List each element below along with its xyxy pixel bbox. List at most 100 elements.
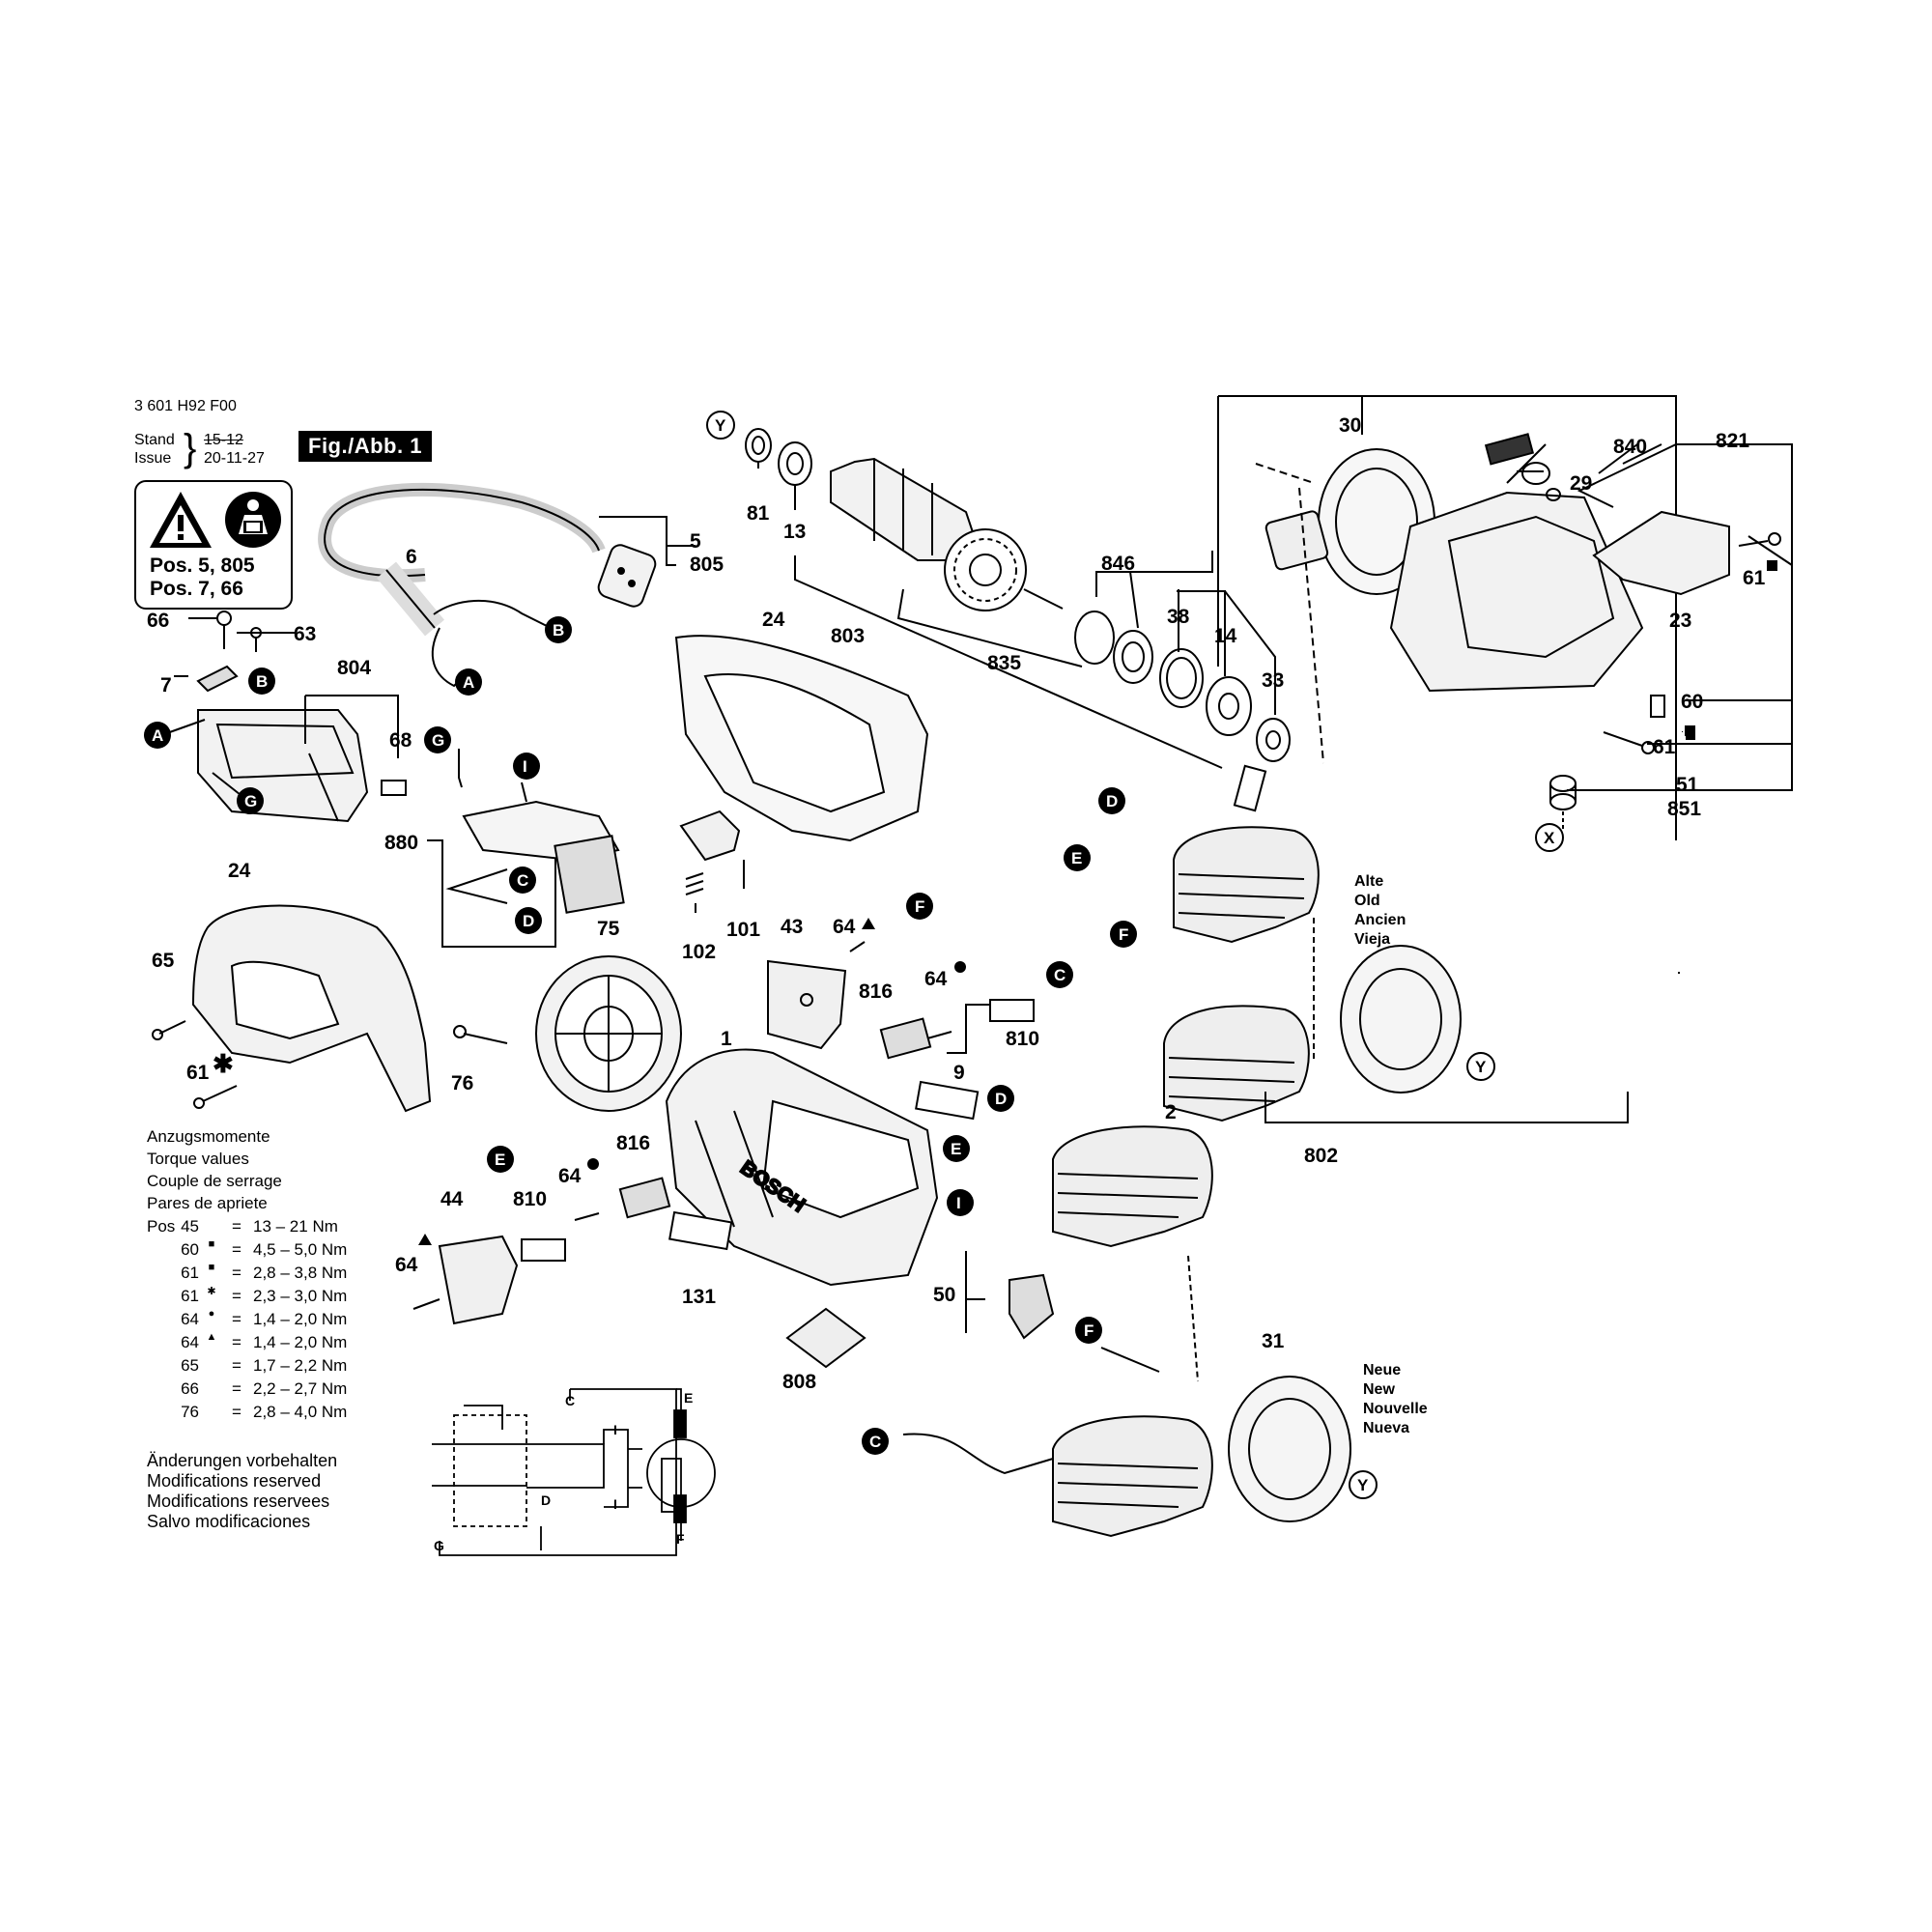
bushing-51 [1549, 775, 1577, 810]
torque-pos: 64 [181, 1333, 199, 1351]
variant-new-de: Neue [1363, 1362, 1402, 1378]
label-131 [668, 1210, 733, 1251]
callout-g-mid-text: G [432, 731, 444, 750]
callout-i-top [513, 753, 540, 780]
screw-76 [453, 1025, 508, 1044]
motor-housing-1 [665, 1048, 939, 1287]
part-label-810-bottom: 810 [513, 1188, 547, 1210]
torque-pos: 64 [181, 1310, 199, 1328]
screw-61 [1738, 532, 1781, 547]
part-label-24-top: 24 [762, 609, 785, 631]
part-label-64-triangle-bottom: 64 [395, 1254, 418, 1276]
triangle-symbol [418, 1234, 432, 1245]
field-coil-new-lower [1052, 1415, 1213, 1538]
brush-holder-816b [618, 1177, 671, 1219]
callout-x-text: X [1544, 829, 1555, 847]
callout-b-left [248, 668, 275, 695]
modifications-fr: Modifications reservees [147, 1492, 330, 1511]
callout-c-left-text: C [517, 871, 528, 890]
callout-d-left [515, 907, 542, 934]
screw-64d [574, 1212, 600, 1221]
torque-value: 1,4 – 2,0 Nm [253, 1333, 348, 1351]
part-label-5: 5 [690, 530, 701, 553]
callout-y-mid [1466, 1052, 1495, 1081]
torque-heading-en: Torque values [147, 1150, 249, 1168]
circuit-label-e: E [684, 1390, 693, 1406]
fan-baffle-old [1340, 945, 1462, 1094]
torque-equals: = [232, 1356, 242, 1375]
part-label-24-left: 24 [228, 860, 251, 882]
variant-new-es: Nueva [1363, 1420, 1410, 1436]
part-label-63: 63 [294, 623, 316, 645]
part-label-101: 101 [726, 919, 760, 941]
warning-box: Pos. 5, 805 Pos. 7, 66 [134, 480, 293, 610]
circuit-label-g: G [434, 1538, 444, 1553]
part-label-76: 76 [451, 1072, 473, 1094]
callout-i-top-text: I [523, 757, 527, 776]
torque-equals: = [232, 1333, 242, 1351]
switch-assembly-804 [197, 709, 369, 823]
torque-pos: 76 [181, 1403, 199, 1421]
variant-old-labels: Alte Old Ancien Vieja [1354, 872, 1406, 950]
torque-row: 45=13 – 21 Nm [147, 1215, 349, 1238]
variant-old-fr: Ancien [1354, 912, 1406, 928]
part-label-30: 30 [1339, 414, 1361, 437]
new-date: 20-11-27 [204, 450, 265, 467]
part-label-880: 880 [384, 832, 418, 854]
callout-y-bottom [1349, 1470, 1378, 1499]
torque-symbol: ■ [208, 1262, 215, 1273]
torque-value: 13 – 21 Nm [253, 1217, 338, 1236]
star-symbol: ✱ [213, 1049, 234, 1078]
torque-equals: = [232, 1403, 242, 1421]
callout-c-old [1046, 961, 1073, 988]
callout-e-left-text: E [495, 1151, 505, 1169]
torque-value: 2,3 – 3,0 Nm [253, 1287, 348, 1305]
callout-g-left-text: G [244, 792, 257, 810]
power-cord-6 [318, 482, 606, 637]
torque-pos: 60 [181, 1240, 199, 1259]
part-label-803: 803 [831, 625, 865, 647]
torque-pos: 66 [181, 1379, 199, 1398]
carbon-brush-810b [521, 1238, 566, 1262]
part-label-816-bottom: 816 [616, 1132, 650, 1154]
torque-row: 60■=4,5 – 5,0 Nm [147, 1238, 349, 1262]
switch-lever-7 [196, 665, 239, 693]
part-label-13: 13 [783, 521, 806, 543]
torque-row: 64▲=1,4 – 2,0 Nm [147, 1331, 349, 1354]
armature [830, 457, 1064, 611]
warning-line-1: Pos. 5, 805 [150, 554, 255, 577]
part-label-835: 835 [987, 652, 1021, 674]
torque-row: 61✱=2,3 – 3,0 Nm [147, 1285, 349, 1308]
variant-old-de: Alte [1354, 873, 1384, 890]
callout-y-mid-text: Y [1475, 1058, 1487, 1076]
torque-equals: = [232, 1287, 242, 1305]
screw-64a [849, 941, 866, 952]
part-label-61-star: 61 [186, 1062, 210, 1084]
circuit-label-c: C [565, 1393, 575, 1408]
part-label-102: 102 [682, 941, 716, 963]
part-label-851: 851 [1667, 798, 1701, 820]
callout-c-new [862, 1428, 889, 1455]
part-label-816-top: 816 [859, 980, 893, 1003]
variant-old-es: Vieja [1354, 931, 1391, 948]
callout-g-mid [424, 726, 451, 753]
cover-plate-43 [767, 959, 847, 1050]
torque-pos: 45 [181, 1217, 199, 1236]
fan-baffle-31 [1228, 1376, 1351, 1522]
issue-label: Issue [134, 450, 172, 467]
torque-symbol: ■ [208, 1238, 215, 1250]
square-symbol [1686, 730, 1695, 740]
callout-e-new-text: E [951, 1140, 961, 1158]
torque-pos: 61 [181, 1264, 199, 1282]
callout-f-new-text: F [1084, 1321, 1094, 1340]
callout-y-top [706, 411, 735, 440]
triangle-symbol [862, 918, 875, 929]
part-label-38: 38 [1167, 606, 1190, 628]
nameplate-808 [785, 1307, 867, 1369]
torque-row: 76=2,8 – 4,0 Nm [147, 1401, 349, 1424]
callout-e-old [1064, 844, 1091, 871]
dot-symbol [954, 961, 966, 973]
callout-c-new-text: C [869, 1433, 881, 1451]
old-date: 15-12 [204, 432, 243, 448]
